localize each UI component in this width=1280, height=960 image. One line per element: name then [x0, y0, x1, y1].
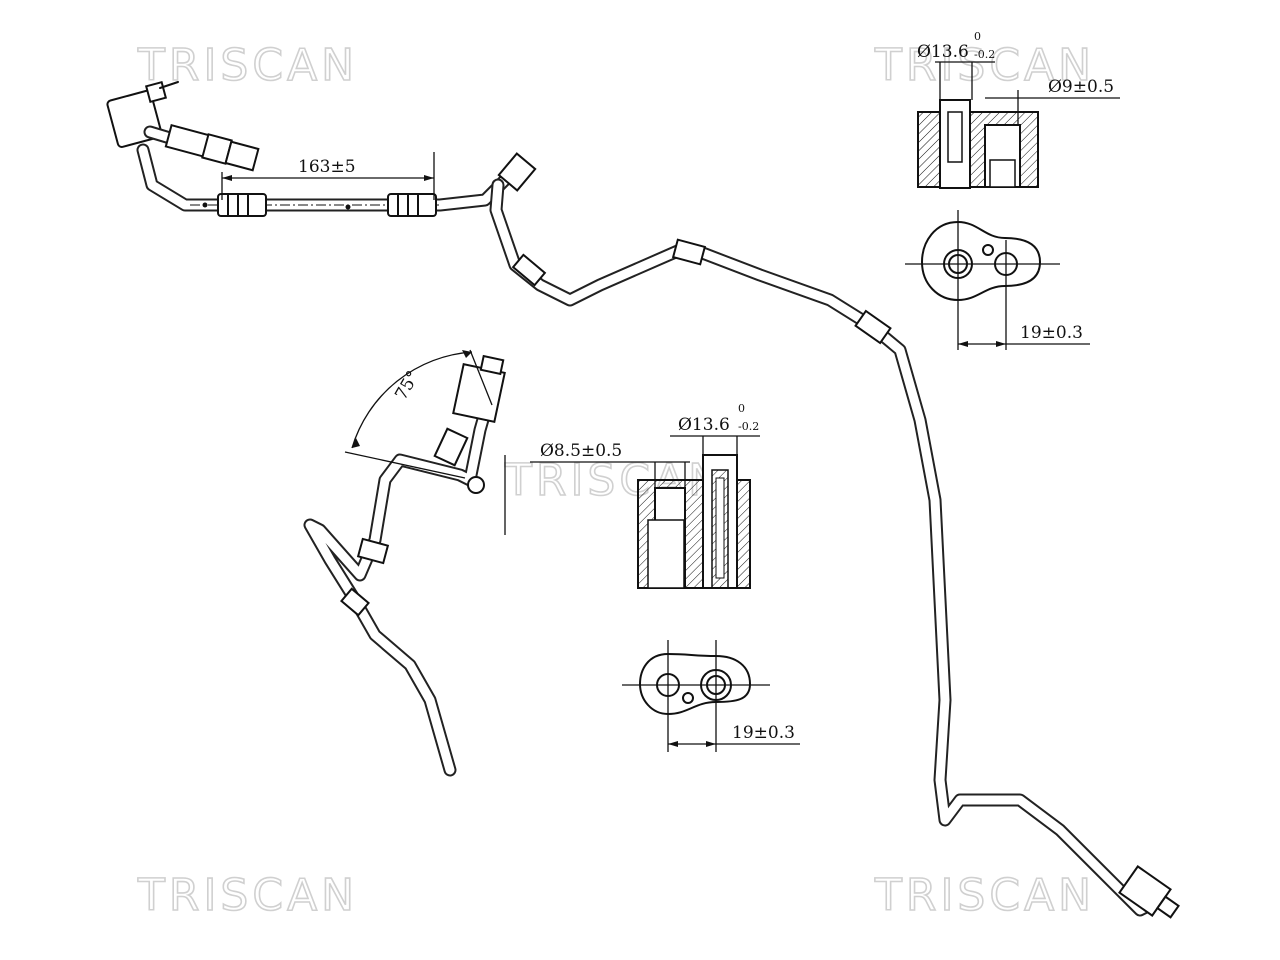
top-right-pitch-label: 19±0.3	[1020, 323, 1083, 343]
middle-section: Ø13.6 0 -0.2 Ø8.5±0.5	[530, 402, 760, 589]
lower-pipe-assembly: 75°	[303, 349, 506, 777]
mid-port-label: Ø8.5±0.5	[540, 441, 622, 461]
watermark-top-right: TRISCAN	[874, 40, 1095, 91]
mid-bore-lower: -0.2	[738, 420, 759, 433]
middle-flange: 19±0.3	[622, 640, 800, 752]
mid-pitch-label: 19±0.3	[732, 723, 795, 743]
watermark-top-left: TRISCAN	[137, 40, 358, 91]
hose-length-label: 163±5	[298, 157, 356, 177]
top-right-bore-upper: 0	[974, 30, 981, 43]
watermark-bottom-left: TRISCAN	[137, 870, 358, 921]
mid-bore-upper: 0	[738, 402, 745, 415]
mid-bore-label: Ø13.6	[678, 415, 730, 435]
upper-pipe-assembly	[106, 80, 1180, 919]
hose-length-dimension: 163±5	[221, 152, 435, 200]
angle-label: 75°	[391, 368, 423, 404]
top-right-section: Ø13.6 0 -0.2 Ø9±0.5	[917, 30, 1120, 189]
watermark-bottom-right: TRISCAN	[874, 870, 1095, 921]
top-right-port-label: Ø9±0.5	[1048, 77, 1114, 97]
top-right-bore-label: Ø13.6	[917, 42, 969, 62]
top-right-flange: 19±0.3	[905, 210, 1090, 350]
top-right-bore-lower: -0.2	[974, 48, 995, 61]
